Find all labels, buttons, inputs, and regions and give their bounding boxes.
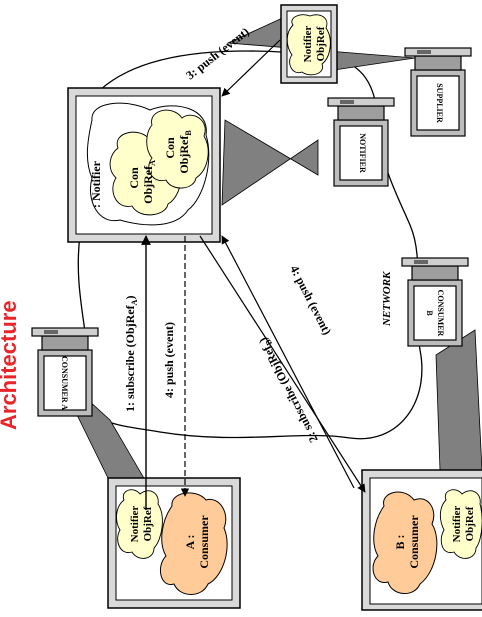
notifier-computer: NOTIFIER: [327, 97, 395, 187]
msg-4-push-a: 4: push (event): [162, 322, 176, 398]
msg-3-push: 3: push (event): [183, 25, 252, 83]
supplier-computer: SUPPLIER: [404, 47, 472, 137]
consumer-b-box: B : Consumer Notifier ObjRef: [361, 469, 482, 611]
arrow-push-b: [199, 235, 366, 493]
arrow-push-supplier: [221, 39, 281, 97]
projection-notifier: [221, 119, 319, 206]
notifier-box: : Notifier Con ObjRefA Con ObjRefB: [67, 87, 221, 243]
consumer-b-objref-line1: Notifier: [451, 506, 463, 543]
consumer-b-line2: Consumer: [407, 515, 421, 569]
con-a-line2: ObjRefA: [141, 160, 157, 204]
consumer-a-box: Notifier ObjRef A : Consumer: [107, 477, 241, 609]
supplier-label: SUPPLIER: [435, 83, 444, 123]
con-a-line1: Con: [127, 167, 141, 189]
consumer-b-cloud: [372, 491, 438, 594]
con-b-line2: ObjRefB: [177, 130, 193, 174]
network-label: NETWORK: [381, 271, 393, 327]
slide-title: Architecture: [0, 300, 21, 430]
msg-1-subscribe: 1: subscribe (ObjRefA): [123, 296, 139, 412]
msg-4-push-b: 4: push (event): [287, 263, 334, 337]
msg-2-subscribe: 2: subscribe (ObjRefB): [256, 334, 323, 445]
consumer-a-cloud: [159, 492, 228, 595]
con-b-line1: Con: [163, 137, 177, 159]
arrow-subscribe-b: [221, 235, 355, 489]
consumer-a-objref-line2: ObjRef: [142, 506, 154, 541]
consumer-b-objref-cloud: [439, 489, 482, 559]
consumer-a-objref-line1: Notifier: [129, 506, 141, 543]
consumer-b-computer: CONSUMER B: [401, 257, 469, 347]
notifier-box-label: : Notifier: [89, 160, 103, 208]
consumer-b-label-1: CONSUMER: [436, 290, 445, 337]
notifier-computer-label: NOTIFIER: [358, 133, 367, 173]
con-objref-b-cloud: [146, 109, 209, 189]
consumer-a-computer: CONSUMER A: [31, 327, 99, 417]
supplier-objref-line2: ObjRef: [315, 26, 327, 61]
consumer-b-line1: B :: [393, 535, 407, 550]
supplier-objref-line1: Notifier: [302, 26, 314, 63]
consumer-a-line2: Consumer: [197, 515, 211, 569]
consumer-a-label-1: CONSUMER A: [60, 356, 69, 410]
consumer-a-line1: A :: [183, 535, 197, 550]
supplier-objref-box: Notifier ObjRef: [280, 4, 338, 84]
projection-consumer-b: [435, 329, 482, 471]
consumer-b-label-2: B: [425, 310, 434, 316]
consumer-b-objref-line2: ObjRef: [464, 506, 476, 541]
consumer-a-objref-cloud: [116, 489, 163, 559]
